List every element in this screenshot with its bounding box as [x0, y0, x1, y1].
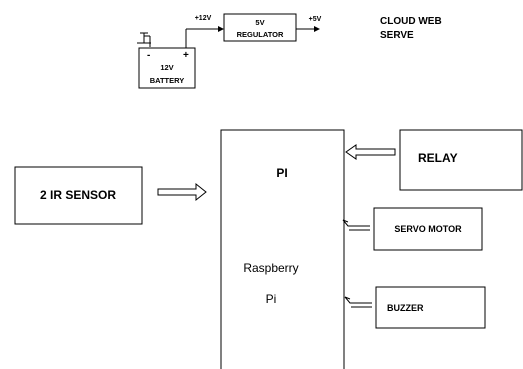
regulator-output-arrow	[296, 26, 320, 32]
input-voltage-label: +12V	[195, 15, 212, 22]
battery-plus-sign: +	[183, 50, 189, 61]
regulator-label: REGULATOR	[237, 30, 284, 39]
ir-sensor-box	[14, 166, 143, 225]
battery-minus-sign: -	[147, 50, 150, 61]
ir-to-pi-arrow	[157, 182, 207, 202]
cloud-label-line1: CLOUD WEB	[380, 16, 442, 27]
battery-box	[138, 47, 196, 89]
servo-to-pi-arrow	[342, 219, 370, 231]
battery-voltage-label: 12V	[160, 63, 173, 72]
servo-motor-box	[373, 207, 483, 251]
ground-symbol	[137, 32, 151, 47]
servo-motor-label: SERVO MOTOR	[394, 224, 462, 234]
buzzer-to-pi-arrow	[344, 296, 372, 308]
raspberry-pi-box	[220, 129, 345, 369]
power-supply: - + 12V BATTERY +12V 5V REGULATOR +5V	[137, 13, 322, 89]
output-voltage-label: +5V	[309, 16, 322, 23]
relay-label: RELAY	[418, 151, 458, 165]
relay-to-pi-arrow	[345, 144, 396, 160]
pi-name-line2: Pi	[266, 292, 277, 306]
pi-name-line1: Raspberry	[243, 261, 298, 275]
buzzer-label: BUZZER	[387, 303, 424, 313]
relay-box	[399, 129, 523, 191]
regulator-voltage-label: 5V	[255, 18, 264, 27]
ir-sensor-label: 2 IR SENSOR	[40, 188, 116, 202]
buzzer-box	[375, 286, 486, 329]
regulator-box	[223, 13, 297, 42]
pi-title: PI	[276, 166, 287, 180]
cloud-label-line2: SERVE	[380, 30, 414, 41]
battery-to-regulator-wire	[185, 26, 224, 48]
battery-label: BATTERY	[150, 76, 185, 85]
